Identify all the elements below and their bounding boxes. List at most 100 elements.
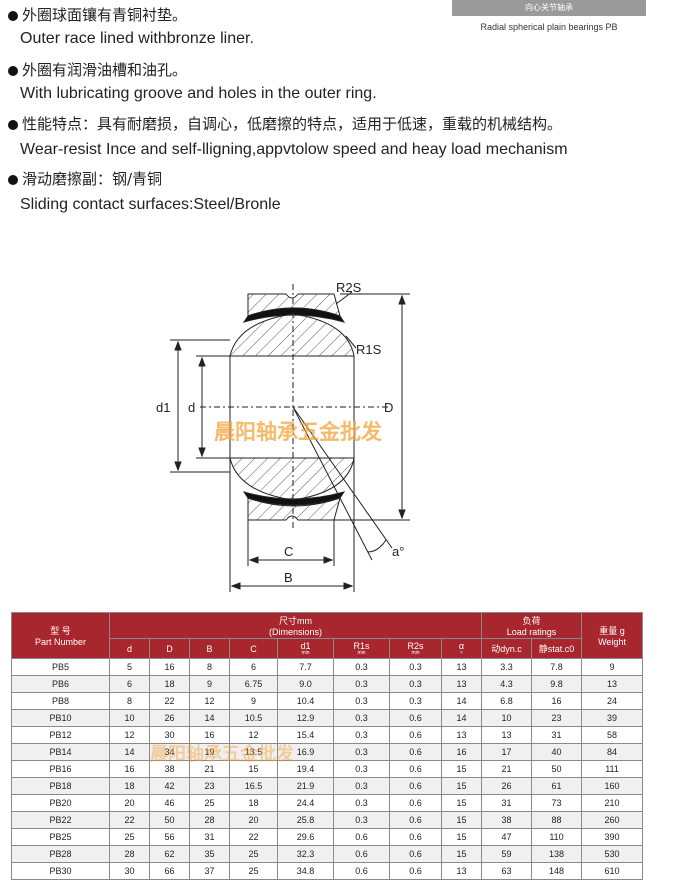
table-cell: 210	[581, 794, 644, 812]
table-cell: 0.6	[389, 760, 442, 778]
table-cell: 10	[481, 709, 533, 727]
table-cell: 25	[189, 794, 230, 812]
table-cell: 0.3	[389, 692, 442, 710]
table-cell: 0.3	[333, 743, 390, 761]
th-col-dyn: 动dyn.c	[481, 638, 533, 659]
table-cell: 20	[229, 811, 278, 829]
table-cell: 8	[189, 658, 230, 676]
table-cell: 5	[109, 658, 150, 676]
table-cell: 23	[531, 709, 583, 727]
table-cell: 3.3	[481, 658, 533, 676]
table-cell: PB5	[11, 658, 110, 676]
th-col-B: B	[189, 638, 230, 659]
table-cell: 390	[581, 828, 644, 846]
table-cell: 15	[440, 794, 483, 812]
table-cell: 0.6	[333, 845, 390, 863]
table-cell: 0.3	[333, 675, 390, 693]
table-cell: 0.6	[389, 743, 442, 761]
header-subtitle: Radial spherical plain bearings PB	[480, 22, 618, 32]
bullet-2-en: With lubricating groove and holes in the…	[20, 85, 377, 102]
table-cell: 34.8	[277, 862, 334, 880]
table-cell: PB22	[11, 811, 110, 829]
table-cell: 13	[440, 658, 483, 676]
table-cell: 12	[189, 692, 230, 710]
table-cell: 63	[481, 862, 533, 880]
table-cell: 148	[531, 862, 583, 880]
table-cell: 31	[531, 726, 583, 744]
table-cell: 0.6	[389, 709, 442, 727]
table-cell: 6	[229, 658, 278, 676]
table-cell: PB25	[11, 828, 110, 846]
table-cell: PB18	[11, 777, 110, 795]
watermark-logo-table: 晨阳轴承五金批发	[150, 744, 294, 765]
table-cell: 30	[109, 862, 150, 880]
table-cell: 15	[440, 760, 483, 778]
th-col-alpha: α≈	[440, 638, 483, 659]
table-cell: 0.3	[333, 777, 390, 795]
table-cell: 37	[189, 862, 230, 880]
table-cell: 22	[229, 828, 278, 846]
table-cell: 9	[229, 692, 278, 710]
th-col-C: C	[229, 638, 278, 659]
table-cell: 34	[149, 743, 190, 761]
table-cell: 25	[229, 845, 278, 863]
table-cell: 138	[531, 845, 583, 863]
th-dimensions: 尺寸mm(Dimensions)	[108, 612, 483, 639]
table-cell: 6	[109, 675, 150, 693]
table-cell: 0.6	[389, 794, 442, 812]
bullet-3-zh: 性能特点：具有耐磨损，自调心，低磨擦的特点，适用于低速，重载的机械结构。	[8, 113, 562, 134]
bullet-4-zh: 滑动磨擦副：钢/青铜	[8, 168, 162, 189]
table-cell: 0.3	[389, 675, 442, 693]
bullet-1-zh: 外圈球面镶有青铜衬垫。	[8, 4, 187, 25]
table-cell: 0.6	[389, 862, 442, 880]
table-cell: 16	[149, 658, 190, 676]
table-cell: 0.6	[389, 811, 442, 829]
table-cell: 0.6	[389, 726, 442, 744]
table-cell: 0.3	[333, 658, 390, 676]
table-cell: 18	[149, 675, 190, 693]
table-cell: 25.8	[277, 811, 334, 829]
table-cell: 14	[440, 692, 483, 710]
bullet-2-zh: 外圈有润滑油槽和油孔。	[8, 59, 187, 80]
table-cell: 23	[189, 777, 230, 795]
table-cell: 13.5	[229, 743, 278, 761]
bullet-dot-icon	[8, 175, 18, 185]
table-cell: 21.9	[277, 777, 334, 795]
table-cell: 10	[109, 709, 150, 727]
table-cell: 28	[189, 811, 230, 829]
table-cell: 50	[149, 811, 190, 829]
table-cell: 110	[531, 828, 583, 846]
table-cell: 0.6	[389, 828, 442, 846]
table-cell: 15	[440, 828, 483, 846]
table-cell: 31	[481, 794, 533, 812]
table-cell: 73	[531, 794, 583, 812]
table-cell: 25	[229, 862, 278, 880]
table-cell: 24	[581, 692, 644, 710]
label-D: D	[384, 400, 393, 415]
bullet-4-en: Sliding contact surfaces:Steel/Bronle	[20, 196, 281, 213]
table-cell: 0.6	[389, 777, 442, 795]
table-cell: 24.4	[277, 794, 334, 812]
table-cell: 15	[440, 811, 483, 829]
table-cell: PB6	[11, 675, 110, 693]
table-cell: PB28	[11, 845, 110, 863]
table-cell: PB12	[11, 726, 110, 744]
table-cell: PB14	[11, 743, 110, 761]
table-cell: 59	[481, 845, 533, 863]
label-d1: d1	[156, 400, 170, 415]
th-col-stat: 静stat.c0	[531, 638, 583, 659]
table-cell: 21	[481, 760, 533, 778]
table-cell: 39	[581, 709, 644, 727]
bullet-dot-icon	[8, 11, 18, 21]
table-cell: 0.3	[389, 658, 442, 676]
table-cell: 17	[481, 743, 533, 761]
